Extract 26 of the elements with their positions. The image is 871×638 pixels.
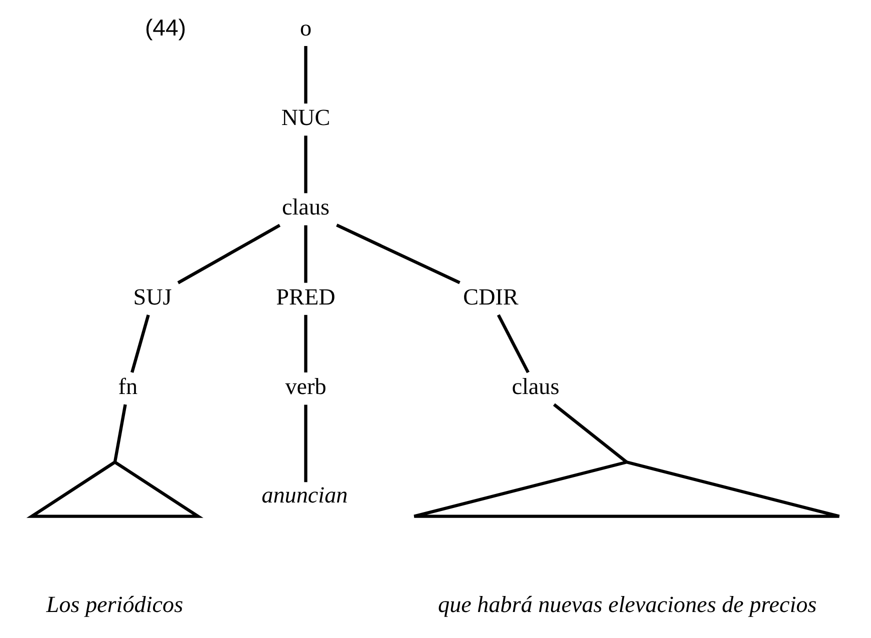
connector xyxy=(304,136,308,194)
connector xyxy=(497,314,530,374)
connector xyxy=(113,404,127,462)
connector xyxy=(336,224,460,284)
node-text: verb xyxy=(285,374,326,400)
node-triangle xyxy=(26,460,204,518)
connector xyxy=(553,403,628,464)
node-text: claus xyxy=(512,374,560,400)
label: (44) xyxy=(144,14,186,40)
node-text: o xyxy=(300,15,312,42)
connector xyxy=(304,225,308,283)
node-triangle xyxy=(412,460,841,518)
connector xyxy=(304,46,308,104)
node-text: PRED xyxy=(276,284,336,310)
connector xyxy=(177,224,281,284)
connector xyxy=(130,314,150,373)
connector xyxy=(304,314,308,372)
node-text: NUC xyxy=(281,104,330,131)
node-text: CDIR xyxy=(463,284,518,310)
node-text: anuncian xyxy=(262,482,348,508)
connector xyxy=(304,404,308,482)
node-text: fn xyxy=(118,374,138,400)
node-label: que habrá nuevas elevaciones de precios xyxy=(438,592,817,618)
node-text: SUJ xyxy=(133,284,172,310)
node-label: Los periódicos xyxy=(46,592,184,618)
node-text: claus xyxy=(282,194,330,221)
